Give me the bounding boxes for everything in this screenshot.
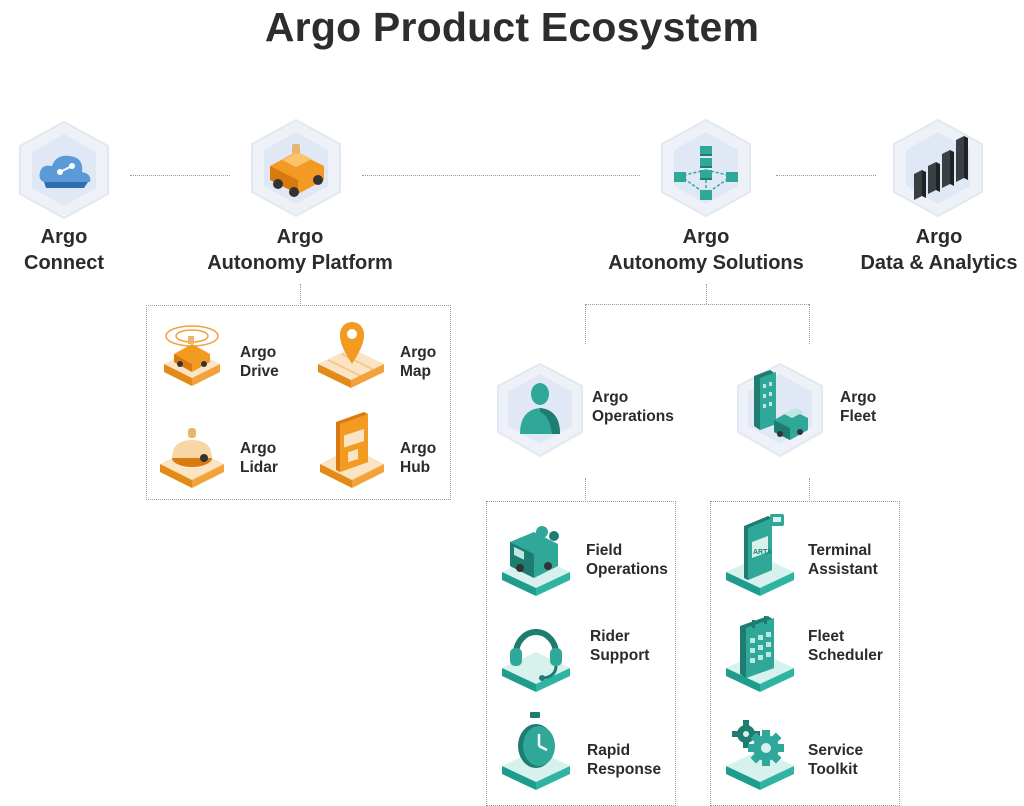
connector bbox=[809, 304, 810, 344]
product-label-solutions: Argo Autonomy Solutions bbox=[594, 224, 818, 276]
drive-car-icon bbox=[164, 325, 220, 386]
connector bbox=[585, 478, 586, 500]
item-name-line1: Field bbox=[586, 542, 623, 559]
connector bbox=[585, 304, 586, 344]
tablet-hub-icon bbox=[320, 412, 384, 488]
module-label-drive: Argo Drive bbox=[240, 343, 279, 381]
item-name-line1: Rapid bbox=[587, 742, 631, 759]
module-name-line1: Argo bbox=[400, 344, 437, 361]
module-label-map: Argo Map bbox=[400, 343, 436, 381]
calendar-icon bbox=[726, 616, 794, 692]
solution-name-line2: Fleet bbox=[840, 408, 877, 425]
connector bbox=[776, 175, 876, 176]
ops-item-label-field: Field Operations bbox=[586, 541, 668, 579]
module-name-line2: Lidar bbox=[240, 459, 278, 476]
car-icon bbox=[251, 118, 341, 218]
module-name-line2: Map bbox=[400, 363, 431, 380]
product-name-line2: Connect bbox=[24, 252, 104, 274]
product-name-line1: Argo bbox=[276, 226, 324, 248]
ops-item-label-rider: Rider Support bbox=[590, 627, 649, 665]
item-name-line2: Toolkit bbox=[808, 761, 858, 778]
item-name-line1: Service bbox=[808, 742, 864, 759]
module-name-line1: Argo bbox=[240, 440, 277, 457]
connector bbox=[362, 175, 640, 176]
product-label-data: Argo Data & Analytics bbox=[854, 224, 1024, 276]
platform-modules-box bbox=[146, 305, 451, 500]
connector bbox=[130, 175, 230, 176]
product-label-platform: Argo Autonomy Platform bbox=[180, 224, 420, 276]
svg-text:ARTA: ARTA bbox=[753, 549, 772, 556]
module-name-line1: Argo bbox=[400, 440, 437, 457]
product-name-line2: Autonomy Solutions bbox=[608, 252, 804, 274]
person-icon bbox=[497, 362, 583, 458]
module-name-line2: Drive bbox=[240, 363, 279, 380]
lidar-sensor-icon bbox=[160, 428, 224, 488]
item-name-line1: Fleet bbox=[808, 628, 845, 645]
module-label-hub: Argo Hub bbox=[400, 439, 436, 477]
item-name-line1: Rider bbox=[590, 628, 630, 645]
solution-label-operations: Argo Operations bbox=[592, 388, 674, 426]
item-name-line2: Response bbox=[587, 761, 662, 778]
fleet-item-label-terminal: Terminal Assistant bbox=[808, 541, 878, 579]
product-name-line1: Argo bbox=[682, 226, 730, 248]
bar-chart-icon bbox=[893, 118, 983, 218]
solution-label-fleet: Argo Fleet bbox=[840, 388, 876, 426]
product-label-connect: Argo Connect bbox=[4, 224, 124, 276]
connector bbox=[809, 478, 810, 500]
module-label-lidar: Argo Lidar bbox=[240, 439, 278, 477]
item-name-line2: Support bbox=[590, 647, 650, 664]
network-cubes-icon bbox=[661, 118, 751, 218]
connector bbox=[706, 284, 707, 304]
connector bbox=[585, 304, 809, 305]
phone-terminal-icon: ARTA bbox=[726, 514, 794, 596]
solution-name-line2: Operations bbox=[592, 408, 674, 425]
connector bbox=[300, 284, 301, 304]
module-name-line2: Hub bbox=[400, 459, 431, 476]
gears-icon bbox=[726, 720, 794, 790]
ops-item-label-rapid: Rapid Response bbox=[587, 741, 661, 779]
cloud-icon bbox=[19, 120, 109, 220]
product-name-line2: Data & Analytics bbox=[860, 252, 1018, 274]
building-van-icon bbox=[737, 362, 823, 458]
item-name-line2: Operations bbox=[586, 561, 668, 578]
product-name-line1: Argo bbox=[40, 226, 88, 248]
module-name-line1: Argo bbox=[240, 344, 277, 361]
fleet-item-label-scheduler: Fleet Scheduler bbox=[808, 627, 883, 665]
map-pin-icon bbox=[318, 322, 384, 388]
item-name-line1: Terminal bbox=[808, 542, 872, 559]
product-name-line2: Autonomy Platform bbox=[207, 252, 393, 274]
item-name-line2: Scheduler bbox=[808, 647, 883, 664]
stopwatch-icon bbox=[502, 712, 570, 790]
field-van-icon bbox=[502, 526, 570, 596]
headset-icon bbox=[502, 629, 570, 692]
fleet-item-label-toolkit: Service Toolkit bbox=[808, 741, 863, 779]
product-name-line1: Argo bbox=[915, 226, 963, 248]
solution-name-line1: Argo bbox=[592, 389, 629, 406]
solution-name-line1: Argo bbox=[840, 389, 877, 406]
item-name-line2: Assistant bbox=[808, 561, 878, 578]
page-title: Argo Product Ecosystem bbox=[264, 4, 760, 50]
